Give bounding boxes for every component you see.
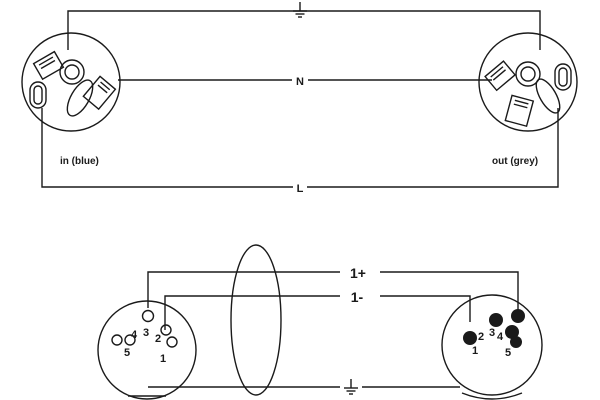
left-pin-label-4: 4	[131, 329, 138, 341]
one-plus-wire	[147, 271, 519, 316]
powercon-connector-out	[478, 32, 578, 132]
right-pin-4	[505, 325, 519, 339]
in-connector-caption: in (blue)	[60, 156, 99, 167]
top-wiring-diagram: N L in (blue	[21, 2, 578, 195]
left-pin-3	[141, 309, 155, 323]
right-pin-label-5: 5	[505, 347, 511, 359]
one-plus-label: 1+	[350, 265, 366, 281]
left-pin-label-2: 2	[155, 333, 161, 345]
right-pin-5	[510, 336, 522, 348]
right-pin-label-2: 2	[478, 331, 484, 343]
din-connector-right: 1 2 3 4 5	[441, 294, 543, 400]
live-wire	[41, 108, 559, 188]
left-pin-2	[160, 324, 172, 336]
right-pin-label-1: 1	[472, 345, 478, 357]
left-pin-label-3: 3	[143, 327, 149, 339]
right-pin-label-4: 4	[497, 331, 504, 343]
ground-symbol-icon	[344, 379, 358, 395]
right-pin-label-3: 3	[489, 327, 495, 339]
earth-symbol-icon	[293, 2, 307, 18]
left-pin-5	[111, 334, 123, 346]
powercon-connector-in	[21, 32, 121, 132]
right-pin-2	[489, 313, 503, 327]
live-label-bg	[293, 179, 307, 195]
din-connector-left: 1 2 3 4 5	[97, 300, 197, 400]
right-pin-1	[463, 331, 477, 345]
live-label: L	[297, 183, 304, 195]
left-pin-label-5: 5	[124, 347, 130, 359]
neutral-label: N	[296, 76, 304, 88]
cable-shield-icon	[230, 244, 282, 396]
one-minus-label: 1-	[351, 289, 364, 305]
bottom-wiring-diagram: 1+ 1- 1 2 3 4 5	[97, 244, 543, 400]
earth-wire	[67, 10, 541, 50]
right-pin-3	[511, 309, 525, 323]
neutral-label-bg	[292, 72, 308, 88]
one-minus-wire	[164, 295, 471, 330]
left-pin-1	[166, 336, 178, 348]
left-pin-label-1: 1	[160, 353, 166, 365]
out-connector-caption: out (grey)	[492, 156, 538, 167]
left-pin-4	[124, 334, 136, 346]
